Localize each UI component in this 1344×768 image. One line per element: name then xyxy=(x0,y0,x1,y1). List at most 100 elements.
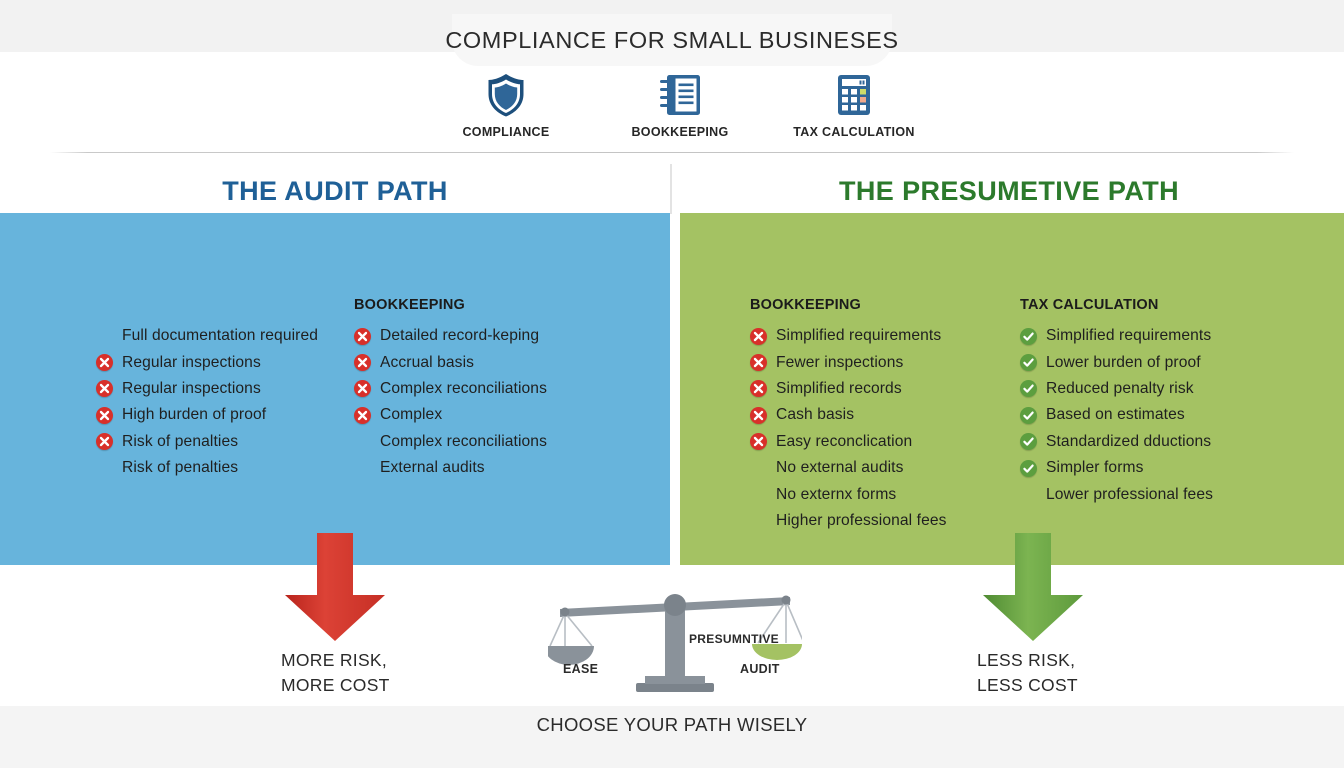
cross-icon xyxy=(750,406,776,424)
ledger-book-icon xyxy=(658,72,702,118)
list-item: No externx forms xyxy=(750,481,1020,507)
category-label: COMPLIANCE xyxy=(462,125,550,139)
category-bookkeeping: BOOKKEEPING xyxy=(594,72,766,139)
audit-outcome-label: MORE RISK, MORE COST xyxy=(281,648,390,698)
list-item: Simplified requirements xyxy=(1020,323,1290,349)
list-item: No external audits xyxy=(750,455,1020,481)
list-item-label: Accrual basis xyxy=(380,353,475,371)
column-title: BOOKKEEPING xyxy=(354,297,465,313)
scale-overlay-label: PRESUMNTIVE xyxy=(689,632,779,646)
list-item: Lower burden of proof xyxy=(1020,349,1290,375)
check-icon xyxy=(1020,406,1046,424)
list-item: Complex xyxy=(354,402,624,428)
list-item-label: Complex xyxy=(380,406,443,424)
list-item-label: Fewer inspections xyxy=(776,353,904,371)
list-item-label: Regular inspections xyxy=(122,353,261,371)
list-item: Higher professional fees xyxy=(750,508,1020,534)
audit-outcome-line2: MORE COST xyxy=(281,675,390,695)
category-icon-strip: COMPLIANCE BOOKKEEPING xyxy=(420,72,940,144)
list-item: Detailed record-keping xyxy=(354,323,624,349)
list-item: Easy reconclication xyxy=(750,429,1020,455)
cross-icon xyxy=(354,327,380,345)
list-item: Regular inspections xyxy=(96,376,354,402)
cross-icon xyxy=(96,433,122,451)
list-item: Risk of penalties xyxy=(96,429,354,455)
list-item-label: Lower burden of proof xyxy=(1046,353,1201,371)
list-item: Reduced penalty risk xyxy=(1020,376,1290,402)
check-icon xyxy=(1020,459,1046,477)
presumptive-outcome-label: LESS RISK, LESS COST xyxy=(977,648,1078,698)
header-divider xyxy=(50,152,1294,153)
list-item-label: External audits xyxy=(380,459,485,477)
presumptive-outcome-line2: LESS COST xyxy=(977,675,1078,695)
list-item-label: Lower professional fees xyxy=(1046,485,1213,503)
cross-icon xyxy=(354,406,380,424)
list-item-label: Higher professional fees xyxy=(776,511,947,529)
list-item-label: Reduced penalty risk xyxy=(1046,379,1194,397)
cross-icon xyxy=(354,380,380,398)
list-item: Standardized dductions xyxy=(1020,429,1290,455)
list-item-label: No externx forms xyxy=(776,485,897,503)
category-label: BOOKKEEPING xyxy=(631,125,729,139)
list-item: Simplified records xyxy=(750,376,1020,402)
footer-tagline: CHOOSE YOUR PATH WISELY xyxy=(536,714,808,735)
cross-icon xyxy=(96,380,122,398)
list-item-label: Simpler forms xyxy=(1046,459,1144,477)
list-item: Risk of penalties xyxy=(96,455,354,481)
list-item: External audits xyxy=(354,455,624,481)
presumptive-path-heading: THE PRESUMETIVE PATH xyxy=(838,175,1180,206)
list-item-label: Risk of penalties xyxy=(122,432,239,450)
list-item-label: Risk of penalties xyxy=(122,459,239,477)
list-item-label: Standardized dductions xyxy=(1046,432,1212,450)
audit-path-heading: THE AUDIT PATH xyxy=(222,175,448,206)
check-icon xyxy=(1020,380,1046,398)
list-item: Fewer inspections xyxy=(750,349,1020,375)
cross-icon xyxy=(96,406,122,424)
check-icon xyxy=(1020,433,1046,451)
list-item-label: No external audits xyxy=(776,459,904,477)
page-title: COMPLIANCE FOR SMALL BUSINESES xyxy=(445,26,899,53)
list-item-label: Simplified records xyxy=(776,379,902,397)
cross-icon xyxy=(750,380,776,398)
bottom-background-band xyxy=(0,706,1344,768)
check-icon xyxy=(1020,354,1046,372)
down-arrow-green xyxy=(979,533,1087,648)
column-title: TAX CALCULATION xyxy=(1020,297,1159,313)
list-item: Lower professional fees xyxy=(1020,481,1290,507)
list-item: Accrual basis xyxy=(354,349,624,375)
title-banner: COMPLIANCE FOR SMALL BUSINESES xyxy=(445,14,898,66)
list-item: High burden of proof xyxy=(96,402,354,428)
list-item: Cash basis xyxy=(750,402,1020,428)
cross-icon xyxy=(750,327,776,345)
vertical-divider xyxy=(670,164,672,214)
list-item-label: Complex reconciliations xyxy=(380,432,547,450)
scale-right-label: AUDIT xyxy=(740,662,780,676)
list-item-label: High burden of proof xyxy=(122,406,267,424)
list-item-label: Simplified requirements xyxy=(1046,327,1212,345)
scale-left-label: EASE xyxy=(563,662,599,676)
down-arrow-red xyxy=(281,533,389,648)
list-item-label: Complex reconciliations xyxy=(380,379,547,397)
list-item-label: Cash basis xyxy=(776,406,855,424)
column-title: BOOKKEEPING xyxy=(750,297,861,313)
list-item: Complex reconciliations xyxy=(354,429,624,455)
audit-outcome-line1: MORE RISK, xyxy=(281,650,388,670)
check-icon xyxy=(1020,327,1046,345)
list-item-label: Full documentation required xyxy=(122,327,318,345)
category-compliance: COMPLIANCE xyxy=(420,72,592,139)
cross-icon xyxy=(750,433,776,451)
list-item: Simplified requirements xyxy=(750,323,1020,349)
list-item-label: Regular inspections xyxy=(122,379,261,397)
cross-icon xyxy=(750,354,776,372)
list-item: Complex reconciliations xyxy=(354,376,624,402)
list-item-label: Simplified requirements xyxy=(776,327,942,345)
list-item: Simpler forms xyxy=(1020,455,1290,481)
